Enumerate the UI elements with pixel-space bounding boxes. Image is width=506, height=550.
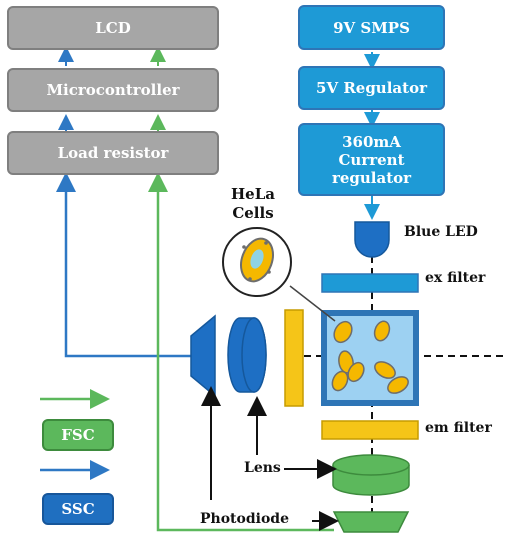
em-filter-bar	[321, 420, 419, 440]
zoom-pointer-line	[289, 285, 336, 322]
lcd-label: LCD	[95, 19, 131, 37]
hela-cells-in-cuvette	[331, 320, 409, 394]
current-regulator-line-1: 360mA	[342, 132, 401, 151]
legend-ssc-label: SSC	[61, 500, 95, 518]
hela-label-line-1: HeLa	[231, 185, 275, 203]
current-regulator-line-2: Current	[338, 150, 405, 169]
blue-led-label: Blue LED	[404, 224, 478, 240]
legend-ssc-box: SSC	[42, 493, 114, 525]
hela-label-line-2: Cells	[232, 204, 274, 222]
side-photodiode	[190, 314, 216, 398]
regulator-block: 5V Regulator	[298, 66, 445, 110]
smps-block: 9V SMPS	[298, 5, 445, 50]
lcd-block: LCD	[7, 6, 219, 50]
load-resistor-block: Load resistor	[7, 131, 219, 175]
photodiode-label: Photodiode	[200, 511, 289, 527]
current-regulator-line-3: regulator	[331, 168, 412, 187]
hela-zoom-cell	[240, 237, 274, 283]
ssc-signal-path	[56, 172, 196, 358]
blue-led-shape	[354, 221, 390, 258]
forward-photodiode	[332, 511, 410, 533]
microcontroller-block: Microcontroller	[7, 68, 219, 112]
side-lens	[227, 317, 267, 393]
smps-label: 9V SMPS	[333, 18, 410, 37]
current-regulator-block: 360mA Current regulator	[298, 123, 445, 196]
ex-filter-bar	[321, 273, 419, 293]
regulator-label: 5V Regulator	[316, 79, 427, 97]
fsc-signal-path	[148, 172, 334, 532]
lens-label: Lens	[244, 460, 281, 476]
legend-fsc-label: FSC	[61, 426, 95, 444]
legend-fsc-box: FSC	[42, 419, 114, 451]
hela-cells-label: HeLa Cells	[227, 185, 279, 223]
ex-filter-label: ex filter	[425, 270, 486, 286]
side-filter-bar	[284, 309, 304, 407]
forward-lens	[332, 454, 410, 496]
em-filter-label: em filter	[425, 420, 492, 436]
microcontroller-label: Microcontroller	[46, 81, 180, 99]
load-resistor-label: Load resistor	[57, 144, 169, 162]
